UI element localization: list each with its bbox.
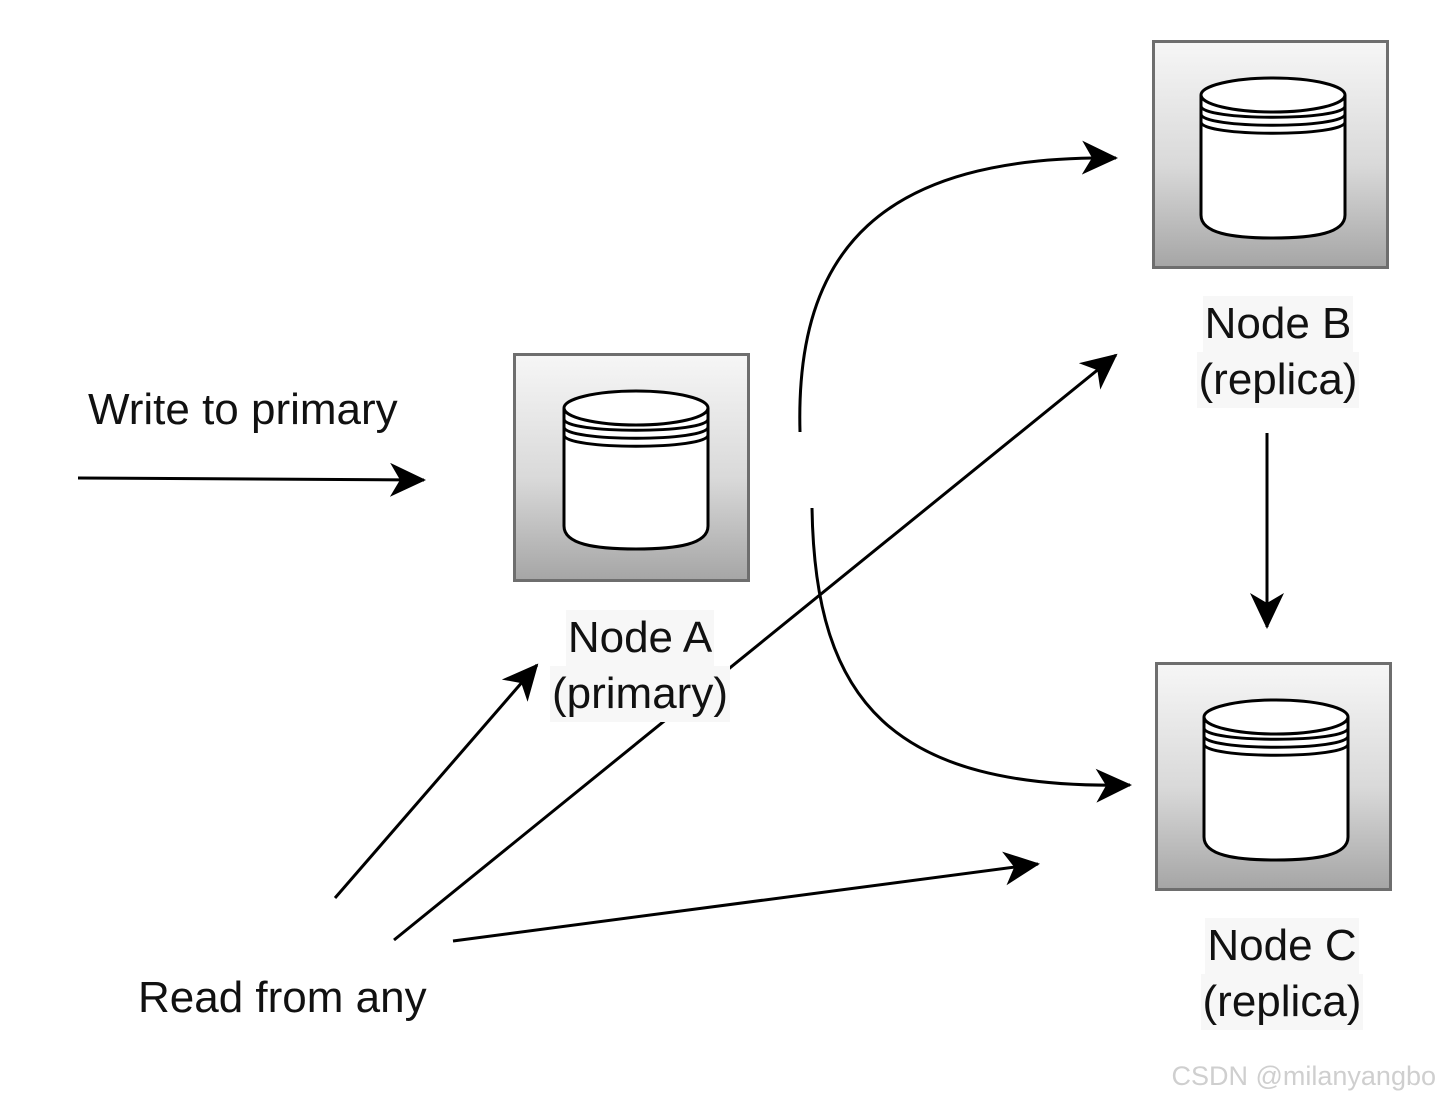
node-a-role: (primary)	[550, 666, 730, 722]
node-c-label: Node C (replica)	[1162, 918, 1402, 1030]
node-a-box	[513, 353, 750, 582]
node-b-box	[1152, 40, 1389, 269]
replication-arrow-a-to-c	[810, 507, 1132, 803]
node-b-name: Node B	[1202, 296, 1354, 352]
replication-arrow-a-to-b	[798, 140, 1118, 433]
write-arrow	[77, 462, 426, 497]
database-cylinder-icon	[562, 389, 710, 551]
node-c-box	[1155, 662, 1392, 891]
node-b-role: (replica)	[1196, 352, 1360, 408]
watermark: CSDN @milanyangbo	[1171, 1061, 1436, 1091]
read-label: Read from any	[138, 973, 427, 1022]
node-b-label: Node B (replica)	[1158, 296, 1398, 408]
database-cylinder-icon	[1202, 698, 1350, 862]
node-c-name: Node C	[1205, 918, 1359, 974]
node-a-name: Node A	[565, 610, 715, 666]
read-arrow-to-b	[393, 353, 1118, 942]
node-a-label: Node A (primary)	[520, 610, 760, 722]
write-label: Write to primary	[88, 385, 398, 434]
database-cylinder-icon	[1199, 76, 1347, 240]
read-arrow-to-a	[333, 663, 539, 899]
node-c-role: (replica)	[1200, 974, 1364, 1030]
read-arrow-to-c	[452, 851, 1040, 943]
